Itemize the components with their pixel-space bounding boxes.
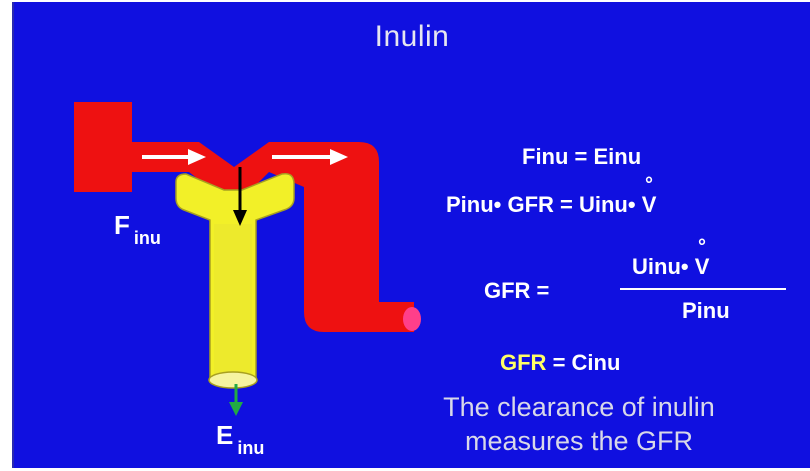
tubule-texture bbox=[214, 224, 252, 374]
f-letter: F bbox=[114, 210, 130, 240]
fraction-bar bbox=[620, 288, 786, 290]
equation-pinu-gfr-left: Pinu• GFR = Uinu• bbox=[446, 192, 642, 217]
equation-gfr-clearance: GFR = Cinu bbox=[500, 350, 620, 376]
e-letter: E bbox=[216, 420, 233, 450]
gfr-highlight: GFR bbox=[500, 350, 546, 375]
vessel-end bbox=[403, 307, 421, 331]
numerator-uinu: Uinu• bbox=[632, 254, 695, 279]
equation-filtered-equals-excreted: Finu = Einu bbox=[522, 144, 641, 170]
equation-gfr-numerator: Uinu• V bbox=[632, 254, 709, 280]
tubule-opening bbox=[209, 372, 257, 388]
equation-gfr-denominator: Pinu bbox=[682, 298, 730, 324]
f-subscript: inu bbox=[134, 228, 161, 248]
caption-line-1: The clearance of inulin bbox=[354, 392, 804, 423]
equation-pinu-gfr: Pinu• GFR = Uinu• V bbox=[446, 192, 656, 218]
equals-cinu: = Cinu bbox=[546, 350, 620, 375]
e-subscript: inu bbox=[237, 438, 264, 458]
v-dot-symbol-numerator: V bbox=[695, 254, 710, 280]
excretion-arrow bbox=[229, 384, 243, 416]
v-dot-symbol: V bbox=[642, 192, 657, 218]
caption-line-2: measures the GFR bbox=[354, 426, 804, 457]
equation-gfr-lhs: GFR = bbox=[484, 278, 549, 304]
